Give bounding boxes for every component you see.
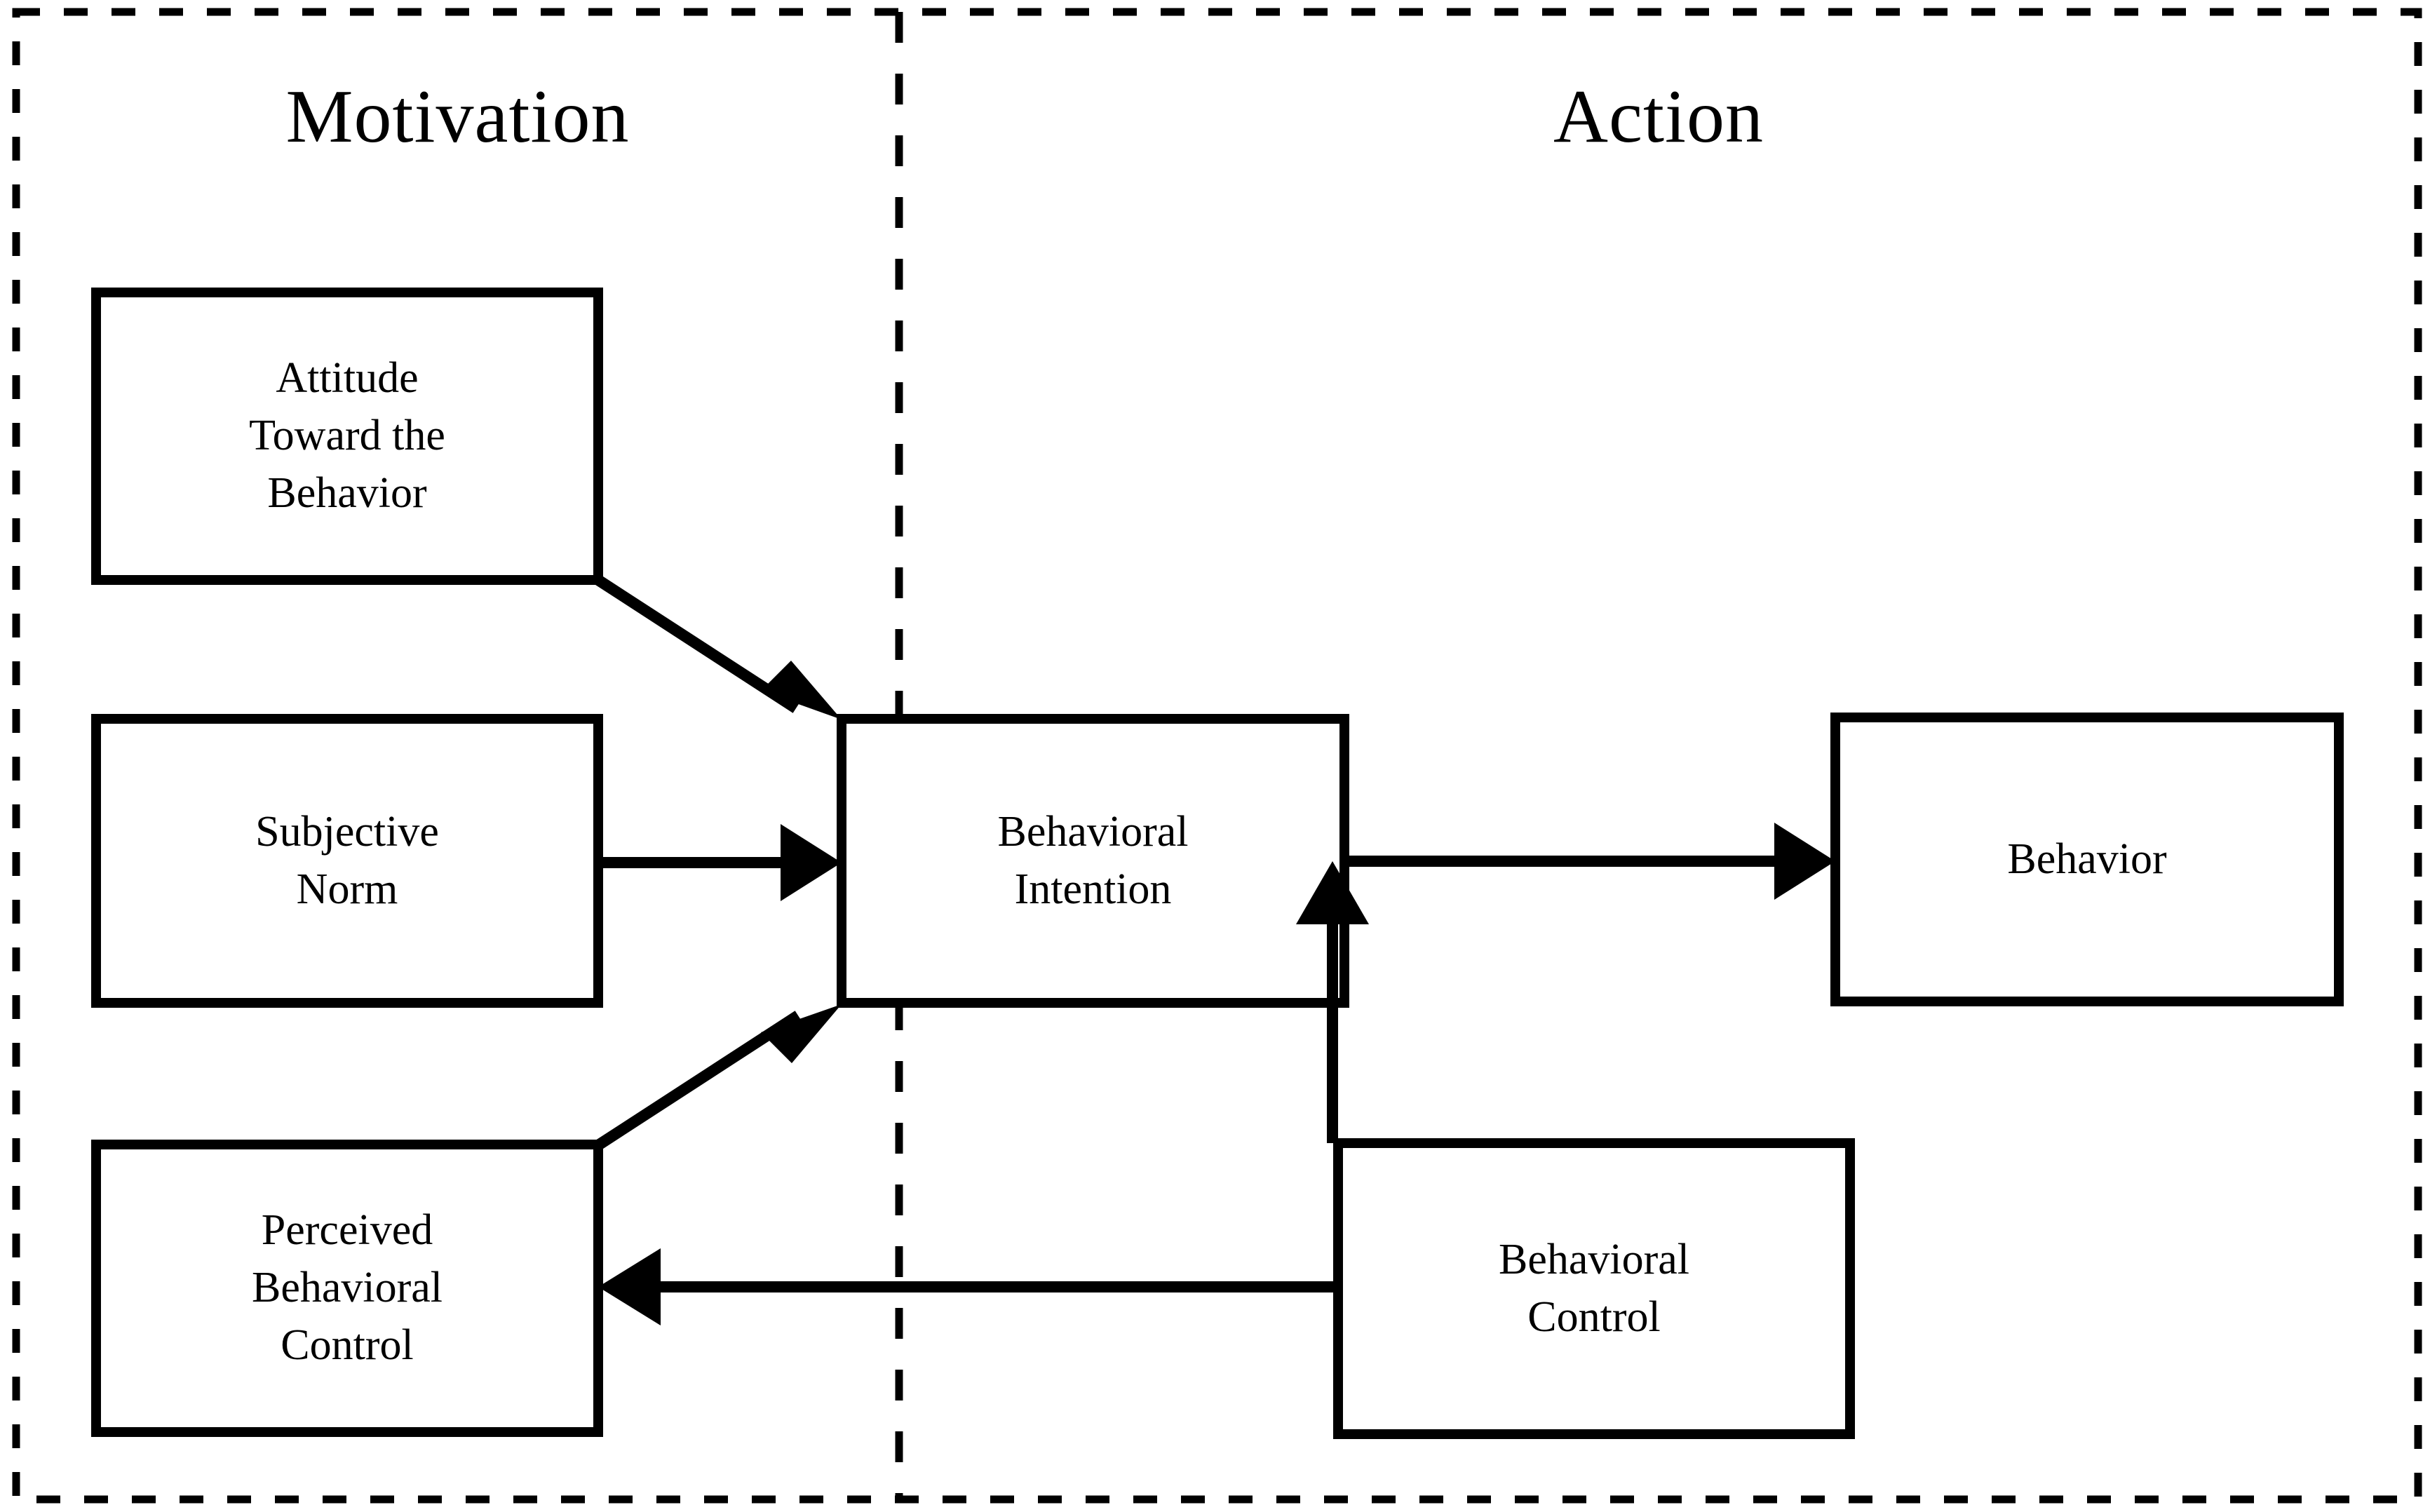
- node-box-subjective-norm[interactable]: [91, 714, 603, 1008]
- node-box-attitude[interactable]: [91, 288, 603, 585]
- node-label-line: Subjective: [255, 807, 439, 856]
- edge-control-to-pbc: [598, 1248, 1338, 1325]
- node-label-line: Toward the: [249, 412, 445, 460]
- edge-intention-to-behavior: [1344, 823, 1835, 900]
- node-label-line: Behavioral: [997, 807, 1189, 856]
- section-title-motivation: Motivation: [285, 75, 630, 158]
- node-label-line: Behavior: [267, 468, 427, 517]
- node-label-line: Behavioral: [251, 1264, 443, 1312]
- node-label-line: Norm: [296, 865, 398, 913]
- section-title-action: Action: [1553, 75, 1764, 158]
- node-label-subjective-norm: Subjective Norm: [96, 719, 598, 1003]
- node-label-line: Perceived: [261, 1206, 433, 1255]
- node-label-behavioral-intention: Behavioral Intention: [842, 719, 1344, 1003]
- node-label-line: Intention: [1014, 865, 1172, 913]
- edge-norm-to-intention: [598, 824, 842, 901]
- node-label-behavioral-control: Behavioral Control: [1338, 1143, 1850, 1434]
- node-label-line: Behavioral: [1498, 1235, 1689, 1283]
- node-label-behavior: Behavior: [1835, 717, 2339, 1001]
- edge-control-to-behavior: [1296, 861, 1369, 1143]
- edge-pbc-to-intention: [595, 1004, 842, 1150]
- node-label-line: Control: [281, 1321, 414, 1369]
- node-box-perceived-behavioral-control[interactable]: [91, 1140, 603, 1437]
- node-label-line: Attitude: [276, 354, 419, 403]
- node-label-perceived-behavioral-control: Perceived Behavioral Control: [96, 1145, 598, 1432]
- outer-dashed-frame: [12, 8, 2422, 1504]
- node-label-attitude: Attitude Toward the Behavior: [96, 292, 598, 580]
- edge-attitude-to-intention: [595, 575, 842, 720]
- node-label-line: Control: [1527, 1292, 1661, 1341]
- node-box-behavioral-intention[interactable]: [837, 714, 1349, 1008]
- node-label-line: Behavior: [2007, 835, 2167, 883]
- node-box-behavior[interactable]: [1830, 713, 2344, 1006]
